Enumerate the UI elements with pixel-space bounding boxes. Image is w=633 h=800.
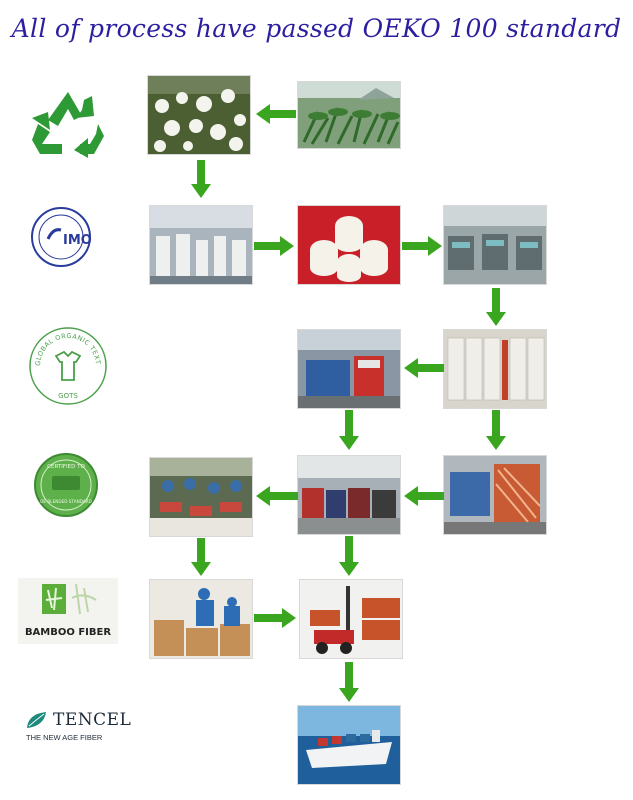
bamboo-fiber-logo: BAMBOO FIBER: [18, 578, 118, 644]
cotton-field-photo: [148, 76, 250, 154]
finishing-machine-photo: [444, 456, 546, 534]
arrow-down: [484, 288, 508, 326]
weaving-mill-photo: [444, 206, 546, 284]
arrow-down: [337, 410, 361, 450]
imo-certificate-logo: IMO: [30, 206, 92, 268]
arrow-left: [402, 356, 444, 380]
arrow-down: [337, 536, 361, 576]
fabric-warehouse-photo: [298, 456, 400, 534]
garment-sewing-photo: [150, 458, 252, 536]
certified-top-text: CERTIFIED TO: [47, 464, 85, 470]
arrow-down: [189, 538, 213, 576]
bamboo-icon: [42, 583, 97, 615]
arrow-left: [254, 102, 296, 126]
dyeing-machine-photo: [298, 330, 400, 408]
yarn-cones-photo: [298, 206, 400, 284]
arrow-left: [402, 484, 444, 508]
arrow-right: [254, 606, 298, 630]
spinning-mill-photo: [150, 206, 252, 284]
certified-oe-logo: CERTIFIED TO OE BLENDED STANDARD: [32, 452, 100, 518]
tencel-logo: TENCEL THE NEW AGE FIBER: [26, 710, 136, 746]
page-title: All of process have passed OEKO 100 stan…: [11, 14, 622, 43]
imo-text: IMO: [63, 233, 92, 248]
arrow-down: [337, 662, 361, 702]
arrow-right: [402, 234, 444, 258]
arrow-down: [189, 160, 213, 198]
tencel-leaf-icon: [27, 712, 46, 728]
recycle-icon: [32, 92, 104, 158]
tencel-brand: TENCEL: [53, 710, 132, 730]
fabric-rolls-storage-photo: [444, 330, 546, 408]
tencel-tagline: THE NEW AGE FIBER: [26, 733, 103, 742]
gots-bottom-text: GOTS: [58, 392, 78, 400]
packing-boxes-photo: [150, 580, 252, 658]
arrow-left: [254, 484, 298, 508]
arrow-down: [484, 410, 508, 450]
arrow-right: [254, 234, 296, 258]
bamboo-fiber-label: BAMBOO FIBER: [24, 627, 112, 638]
gots-logo: GLOBAL ORGANIC TEXTILE STANDARD GOTS: [28, 326, 108, 406]
plant-field-photo: [298, 82, 400, 148]
recycle-logo: [28, 88, 108, 162]
certified-bottom-text: OE BLENDED STANDARD: [40, 499, 92, 504]
forklift-loading-photo: [300, 580, 402, 658]
cargo-ship-photo: [298, 706, 400, 784]
